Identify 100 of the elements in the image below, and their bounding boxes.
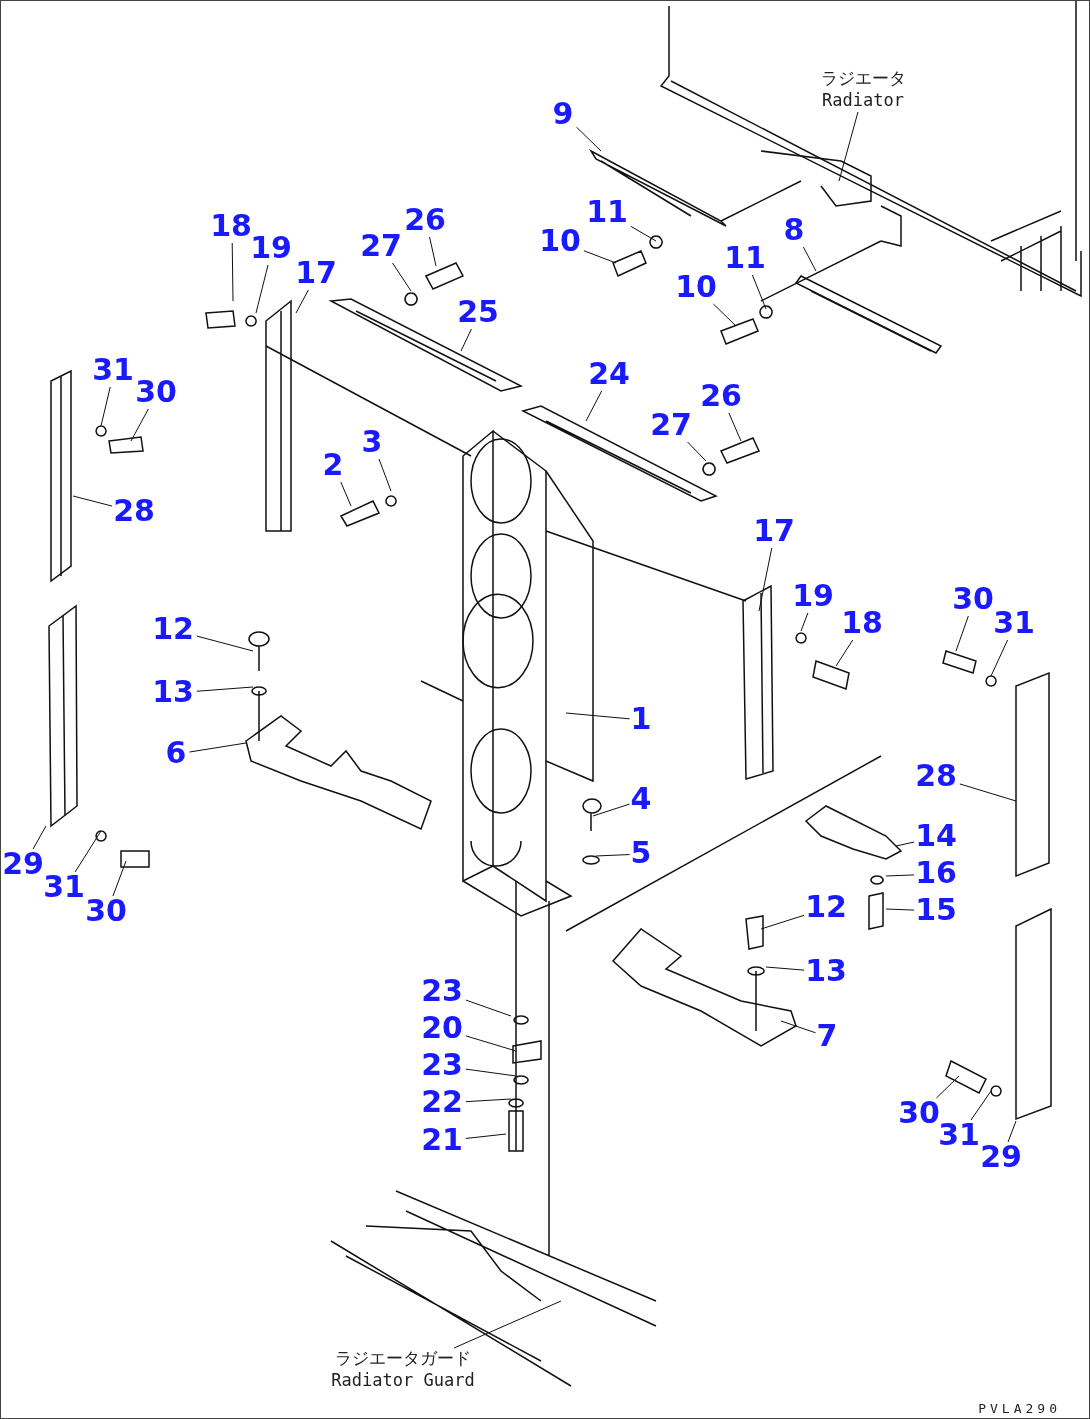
- callout-number: 13: [152, 676, 194, 708]
- leader-line: [583, 250, 617, 264]
- leader-line: [592, 803, 631, 817]
- callout-number: 17: [753, 515, 795, 547]
- leader-line: [802, 246, 817, 272]
- leader-line: [895, 841, 915, 847]
- part-label: Radiator Guard: [331, 1369, 475, 1391]
- leader-line: [885, 874, 915, 877]
- leader-line: [460, 328, 472, 352]
- leader-line: [885, 908, 915, 911]
- callout-number: 3: [361, 426, 383, 458]
- leader-line: [780, 1020, 817, 1034]
- callout-number: 31: [993, 607, 1035, 639]
- callout-number: 27: [650, 409, 692, 441]
- leader-line: [100, 386, 111, 427]
- callout-number: 30: [85, 895, 127, 927]
- callout-number: 22: [421, 1086, 463, 1118]
- leader-line: [196, 635, 254, 652]
- callout-number: 14: [915, 820, 957, 852]
- callout-number: 29: [2, 848, 44, 880]
- callout-number: 18: [210, 210, 252, 242]
- part-label-japanese: ラジエータ: [820, 67, 906, 89]
- leader-line: [630, 225, 657, 242]
- leader-line: [231, 242, 234, 302]
- leader-line: [74, 830, 102, 873]
- callout-number: 31: [43, 871, 85, 903]
- callout-number: 26: [404, 204, 446, 236]
- callout-number: 11: [586, 196, 628, 228]
- leader-line: [340, 481, 352, 507]
- callout-number: 31: [92, 354, 134, 386]
- leader-line: [758, 547, 773, 612]
- leader-line: [112, 860, 127, 897]
- callout-number: 31: [938, 1119, 980, 1151]
- callout-number: 10: [539, 225, 581, 257]
- callout-number: 18: [841, 607, 883, 639]
- leader-line: [838, 111, 859, 182]
- callout-number: 30: [898, 1097, 940, 1129]
- leader-line: [72, 495, 113, 507]
- callout-number: 20: [421, 1012, 463, 1044]
- leader-line: [295, 289, 309, 314]
- callout-number: 2: [322, 449, 344, 481]
- callout-number: 29: [980, 1141, 1022, 1173]
- callout-number: 4: [630, 783, 652, 815]
- callout-number: 30: [952, 583, 994, 615]
- callout-number: 26: [700, 380, 742, 412]
- leader-line: [990, 639, 1009, 677]
- callout-number: 24: [588, 358, 630, 390]
- leader-line: [1007, 1120, 1017, 1143]
- drawing-code: PVLA290: [978, 1401, 1061, 1416]
- leader-line: [760, 914, 805, 930]
- leader-line: [188, 742, 247, 753]
- leader-line: [465, 1098, 512, 1103]
- leader-line: [687, 441, 707, 462]
- leader-line: [196, 686, 254, 692]
- leader-line: [378, 458, 392, 492]
- leader-line: [255, 264, 269, 314]
- callout-number: 19: [250, 232, 292, 264]
- callout-number: 13: [805, 955, 847, 987]
- part-label: Radiator: [821, 89, 905, 111]
- callout-number: 16: [915, 857, 957, 889]
- callout-number: 10: [675, 271, 717, 303]
- callout-number: 25: [457, 296, 499, 328]
- callout-number: 12: [152, 613, 194, 645]
- callout-number: 28: [113, 495, 155, 527]
- callout-number: 9: [552, 98, 574, 130]
- leader-line: [575, 126, 602, 152]
- leader-line: [465, 1133, 507, 1139]
- part-label-japanese: ラジエータガード: [334, 1347, 472, 1369]
- callout-number: 27: [360, 230, 402, 262]
- leader-line: [935, 1075, 960, 1099]
- callout-number: 12: [805, 891, 847, 923]
- callout-number: 23: [421, 1049, 463, 1081]
- callout-number: 21: [421, 1124, 463, 1156]
- leader-line: [565, 712, 631, 720]
- leader-line: [465, 1035, 517, 1052]
- leader-line: [800, 612, 809, 632]
- leader-line: [595, 854, 631, 857]
- callout-number: 8: [783, 214, 805, 246]
- leader-line: [835, 639, 854, 667]
- leader-line: [728, 412, 742, 442]
- callout-number: 23: [421, 975, 463, 1007]
- leader-line: [32, 825, 47, 850]
- leader-line: [765, 966, 805, 971]
- leader-line: [585, 390, 603, 422]
- leader-line: [712, 303, 737, 327]
- callout-number: 19: [792, 580, 834, 612]
- leader-line: [959, 783, 1017, 802]
- callout-number: 1: [630, 703, 652, 735]
- callout-number: 15: [915, 894, 957, 926]
- callout-number: 7: [816, 1020, 838, 1052]
- leader-line: [130, 408, 149, 442]
- callout-number: 30: [135, 376, 177, 408]
- leader-line: [955, 615, 969, 652]
- leader-line: [970, 1090, 992, 1121]
- leader-line: [429, 236, 437, 267]
- leader-line: [465, 999, 512, 1017]
- callout-number: 6: [165, 737, 187, 769]
- callout-number: 28: [915, 760, 957, 792]
- callout-number: 11: [724, 242, 766, 274]
- callout-number: 5: [630, 837, 652, 869]
